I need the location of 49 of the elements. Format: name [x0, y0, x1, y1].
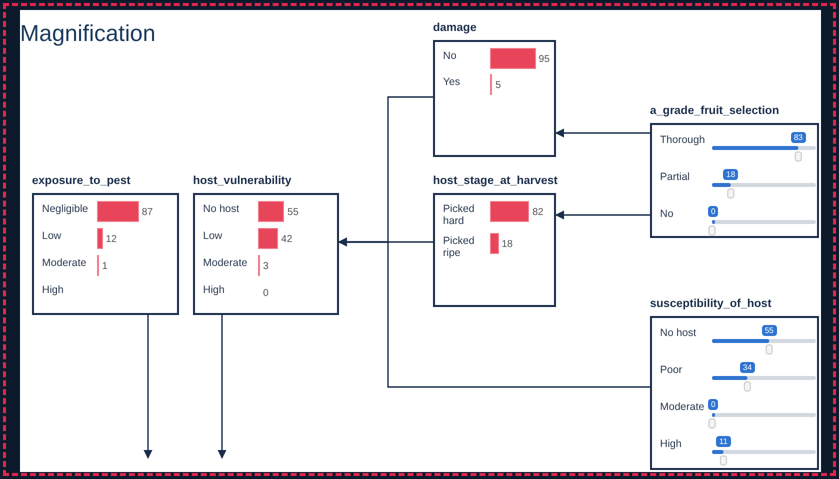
state-label: High — [42, 284, 65, 296]
state-label: No — [443, 50, 458, 62]
state-label: Partial — [660, 171, 690, 183]
arrow — [144, 315, 152, 459]
node-title: a_grade_fruit_selection — [650, 105, 780, 117]
bar-value: 0 — [263, 288, 269, 299]
arrow — [218, 315, 226, 459]
state-label: Negligible — [42, 203, 90, 215]
bar-value: 87 — [142, 207, 153, 218]
node-title: damage — [433, 22, 476, 34]
node-title: host_stage_at_harvest — [433, 175, 558, 187]
arrow — [555, 210, 650, 220]
node-title: exposure_to_pest — [32, 175, 130, 187]
value-badge: 18 — [723, 169, 738, 180]
state-label: No host — [660, 327, 696, 339]
state-label: Low — [203, 230, 224, 242]
value-badge: 83 — [790, 132, 806, 143]
state-label: Poor — [660, 364, 682, 376]
state-label: Low — [42, 230, 62, 242]
value-badge: 34 — [740, 362, 755, 373]
bar-value: 42 — [281, 234, 292, 245]
state-label: Moderate — [42, 257, 88, 269]
value-badge: 0 — [708, 399, 718, 410]
value-badge: 0 — [708, 206, 718, 217]
bar-value: 12 — [106, 234, 117, 245]
state-label: High — [660, 438, 682, 450]
bar-value: 5 — [495, 80, 501, 91]
state-label: Thorough — [660, 134, 705, 146]
arrow — [338, 238, 650, 388]
state-label: Moderate — [660, 401, 704, 413]
bar-value: 82 — [532, 207, 544, 218]
bar-value: 55 — [287, 207, 299, 218]
arrow — [555, 128, 650, 138]
node-title: host_vulnerability — [193, 175, 292, 187]
node-title: susceptibility_of_host — [650, 298, 772, 310]
bar-value: 3 — [263, 261, 269, 272]
state-label: High — [203, 284, 226, 296]
bar-value: 95 — [538, 54, 550, 65]
state-label: Yes — [443, 76, 462, 88]
state-label: Moderate — [203, 257, 248, 269]
value-badge: 11 — [716, 436, 731, 447]
bar-value: 18 — [502, 239, 513, 250]
state-label: No host — [203, 203, 240, 215]
value-badge: 55 — [762, 325, 777, 336]
bar-value: 1 — [102, 261, 108, 272]
state-label: Picked hard — [443, 203, 476, 227]
state-label: No — [660, 208, 674, 220]
state-label: Picked ripe — [443, 235, 476, 259]
diagram-title: Magnification — [20, 20, 156, 47]
